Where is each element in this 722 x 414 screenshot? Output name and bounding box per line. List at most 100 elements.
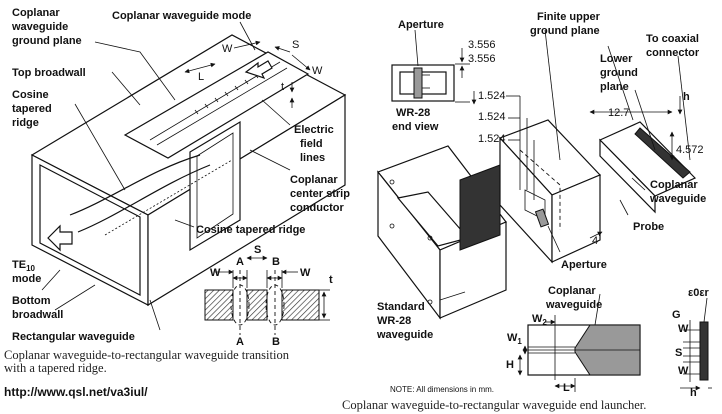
label-bottom-2: broadwall [12, 309, 63, 321]
left-caption-line1: Coplanar waveguide-to-rectangular wavegu… [4, 348, 290, 362]
dim-h-top: h [683, 91, 690, 103]
label-ground-plane-1: Coplanar [12, 7, 60, 19]
label-cosine-2: tapered [12, 103, 52, 115]
label-bottom-1: Bottom [12, 295, 51, 307]
label-cosine-tapered-ridge: Cosine tapered ridge [196, 224, 305, 236]
cross-section-detail: S A B W W t A B [204, 244, 333, 348]
label-cosine-1: Cosine [12, 89, 49, 101]
label-lower-ground-3: plane [600, 81, 629, 93]
dim-w-top: W [222, 43, 233, 55]
end-view-aperture [413, 67, 423, 99]
detail-label-g: G [672, 309, 681, 321]
cs-label-w-right: W [300, 267, 311, 279]
dim-4572: 4.572 [676, 144, 704, 156]
coplanar-board-edge [599, 138, 656, 214]
label-lower-ground-1: Lower [600, 53, 633, 65]
cpw-detail: Coplanar waveguide W2 W1 H L ε0εr G W S … [390, 285, 712, 399]
label-standard-3: waveguide [376, 329, 433, 341]
cs-center-strip [246, 289, 268, 321]
detail-label-w2: W2 [532, 313, 547, 327]
dim-4: 4 [592, 235, 598, 247]
label-aperture-bottom: Aperture [561, 259, 607, 271]
label-center-strip-2: center strip [290, 188, 350, 200]
cs-left-ground [204, 289, 234, 321]
label-to-coax-2: connector [646, 47, 700, 59]
label-center-strip-3: conductor [290, 202, 344, 214]
left-transition-drawing [30, 21, 347, 331]
cs-label-s: S [254, 244, 261, 256]
label-lower-ground-2: ground [600, 67, 638, 79]
detail-label-l: L [563, 382, 570, 394]
right-caption: Coplanar waveguide-to-rectangular wavegu… [342, 398, 646, 412]
dim-1524-b: 1.524 [478, 111, 506, 123]
detail-substrate [699, 321, 709, 381]
detail-label-e0er: ε0εr [688, 287, 710, 299]
dim-s-top: S [292, 39, 299, 51]
label-to-coax-1: To coaxial [646, 33, 699, 45]
label-aperture-top: Aperture [398, 19, 444, 31]
cs-label-t: t [329, 274, 333, 286]
label-top-broadwall: Top broadwall [12, 67, 86, 79]
dim-l: L [198, 71, 204, 83]
label-center-strip-1: Coplanar [290, 174, 338, 186]
label-finite-upper-1: Finite upper [537, 11, 601, 23]
label-probe: Probe [633, 221, 664, 233]
cs-label-b-bottom: B [272, 336, 280, 348]
label-finite-upper-2: ground plane [530, 25, 600, 37]
launcher-box-side [551, 174, 601, 263]
right-launcher-drawing [377, 29, 697, 320]
source-url: http://www.qsl.net/va3iul/ [4, 385, 148, 399]
left-labels: Coplanar waveguide ground plane Coplanar… [11, 7, 350, 343]
probe-body [534, 208, 550, 228]
waveguide-opening [39, 164, 141, 296]
cpw-mode-arrow [244, 60, 273, 80]
cs-label-b-top: B [272, 256, 280, 268]
right-labels: Aperture WR-28 end view 3.556 3.556 1.52… [376, 11, 706, 341]
te10-mode-arrow [47, 224, 73, 252]
dimensions-note: NOTE: All dimensions in mm. [390, 385, 494, 394]
label-end-view-1: WR-28 [396, 107, 430, 119]
cosine-ridge-curve-upper [69, 154, 201, 216]
label-coplanar-wg-2: waveguide [649, 193, 706, 205]
cosine-ridge-curve-lower [77, 164, 211, 233]
detail-label-h: H [506, 359, 514, 371]
label-ground-plane-3: ground plane [12, 35, 82, 47]
waveguide-dark-band [459, 164, 501, 251]
cs-label-w-left: W [210, 267, 221, 279]
label-end-view-2: end view [392, 121, 439, 133]
detail-label-w-b: W [678, 365, 689, 377]
coplanar-ground-plane [123, 51, 310, 159]
dim-3556-a: 3.556 [468, 39, 496, 51]
detail-label-h-small: h [690, 387, 697, 399]
dim-3556-b: 3.556 [468, 53, 496, 65]
leader-ground-plane [94, 41, 176, 101]
detail-label-coplanar-1: Coplanar [548, 285, 596, 297]
label-cosine-3: ridge [12, 117, 39, 129]
left-caption-line2: with a tapered ridge. [4, 361, 107, 375]
dim-t: t [281, 81, 284, 93]
label-standard-1: Standard [377, 301, 425, 313]
cs-label-a-bottom: A [236, 336, 244, 348]
label-electric-2: field [300, 138, 323, 150]
dim-1524-c: 1.524 [478, 133, 506, 145]
label-ground-plane-2: waveguide [11, 21, 68, 33]
detail-label-s: S [675, 347, 682, 359]
label-coplanar-wg-1: Coplanar [650, 179, 698, 191]
waveguide-side-face [147, 93, 346, 307]
cs-label-a-top: A [236, 256, 244, 268]
detail-label-w: W [678, 323, 689, 335]
dim-12-7: 12.7 [608, 107, 629, 119]
label-electric-3: lines [300, 152, 325, 164]
label-rect-waveguide: Rectangular waveguide [12, 331, 135, 343]
label-electric-1: Electric [294, 124, 334, 136]
detail-label-coplanar-2: waveguide [545, 299, 602, 311]
label-te: TE10 [12, 259, 36, 273]
detail-label-w1: W1 [507, 332, 522, 346]
dim-w-right: W [312, 65, 323, 77]
label-cpw-mode: Coplanar waveguide mode [112, 10, 251, 22]
label-te10-mode: mode [12, 273, 41, 285]
label-standard-2: WR-28 [377, 315, 411, 327]
cs-right-ground [281, 289, 320, 321]
